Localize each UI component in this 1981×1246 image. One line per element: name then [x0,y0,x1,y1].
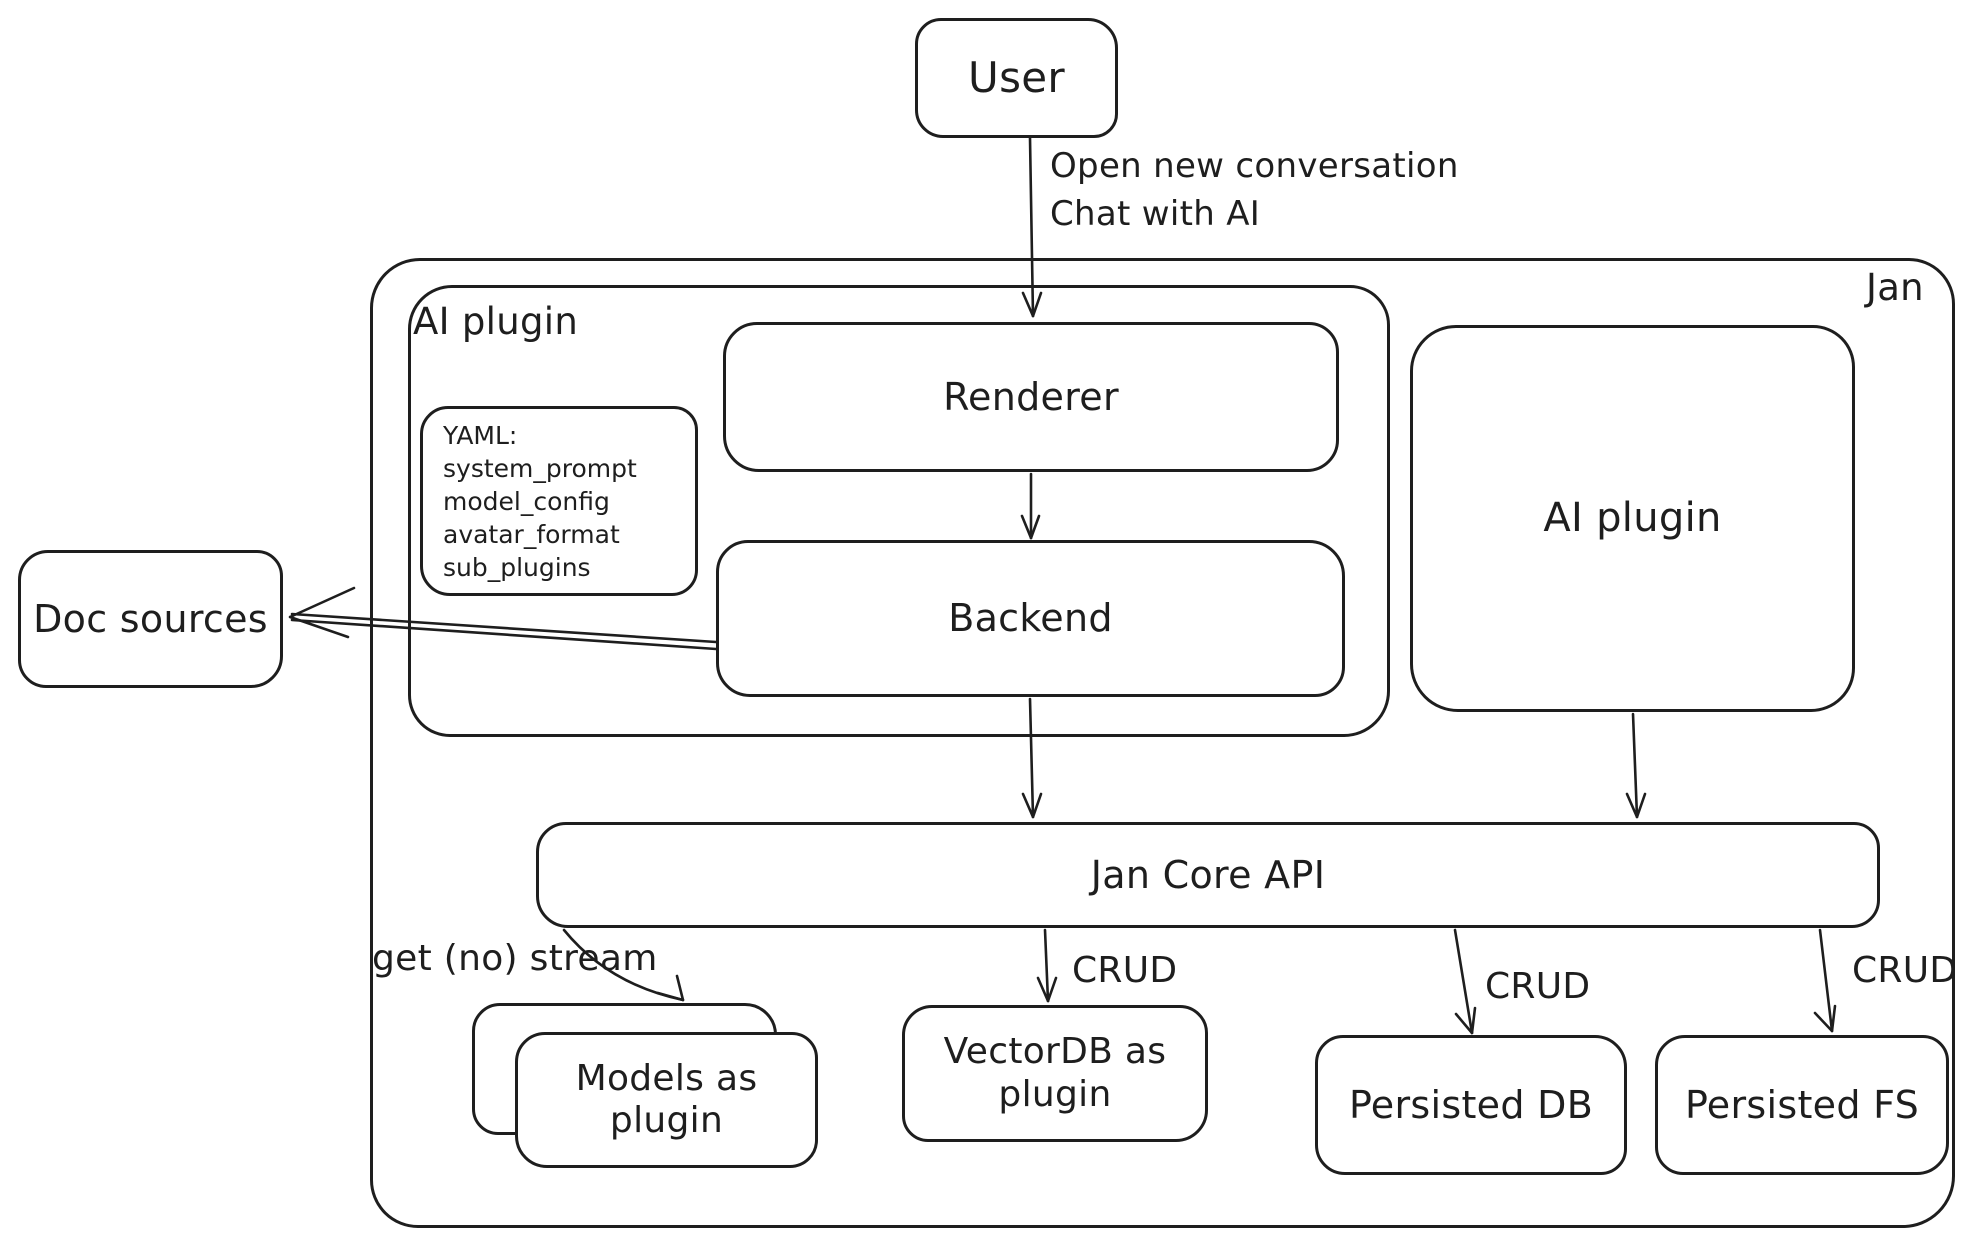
yaml-note-line-title: YAML: [443,420,518,450]
ai-plugin-left-label: AI plugin [413,300,579,343]
doc-sources-node-label: Doc sources [33,596,268,641]
vectordb-plugin-label-line1: VectorDB as [943,1031,1167,1073]
user-node-label: User [968,53,1065,103]
jan-core-api-node: Jan Core API [536,822,1880,928]
models-plugin-label-line2: plugin [609,1100,724,1141]
yaml-note-line-sub-plugins: sub_plugins [443,552,591,582]
edge-label-get-no-stream: get (no) stream [372,938,658,979]
ai-plugin-left-container [408,285,1390,737]
ai-plugin-right-node-label: AI plugin [1543,494,1722,541]
edge-label-open-new-conversation: Open new conversation [1050,146,1459,186]
doc-sources-node: Doc sources [18,550,283,688]
ai-plugin-right-node: AI plugin [1410,325,1855,712]
edge-label-crud-persisted-fs: CRUD [1852,950,1958,991]
persisted-fs-node-label: Persisted FS [1684,1082,1920,1127]
jan-container [370,258,1955,1228]
backend-node-label: Backend [948,596,1113,641]
yaml-note-line-avatar-format: avatar_format [443,519,620,549]
renderer-node-label: Renderer [943,374,1119,419]
persisted-fs-node: Persisted FS [1655,1035,1949,1175]
renderer-node: Renderer [723,322,1339,472]
yaml-note-line-system-prompt: system_prompt [443,453,637,483]
edge-label-crud-vectordb: CRUD [1072,950,1178,991]
vectordb-plugin-label-line2: plugin [998,1073,1112,1115]
yaml-note-line-model-config: model_config [443,486,610,516]
jan-container-label: Jan [1866,266,1924,309]
persisted-db-node: Persisted DB [1315,1035,1627,1175]
models-plugin-label-line1: Models as [575,1057,758,1099]
vectordb-plugin-node: VectorDB as plugin [902,1005,1208,1142]
edge-label-crud-persisted-db: CRUD [1485,966,1591,1007]
models-plugin-node: Models as plugin [515,1032,818,1168]
persisted-db-node-label: Persisted DB [1348,1082,1594,1127]
backend-node: Backend [716,540,1345,697]
yaml-note: YAML: system_prompt model_config avatar_… [420,406,698,596]
edge-label-chat-with-ai: Chat with AI [1050,194,1261,234]
jan-core-api-node-label: Jan Core API [1090,852,1326,897]
user-node: User [915,18,1118,138]
